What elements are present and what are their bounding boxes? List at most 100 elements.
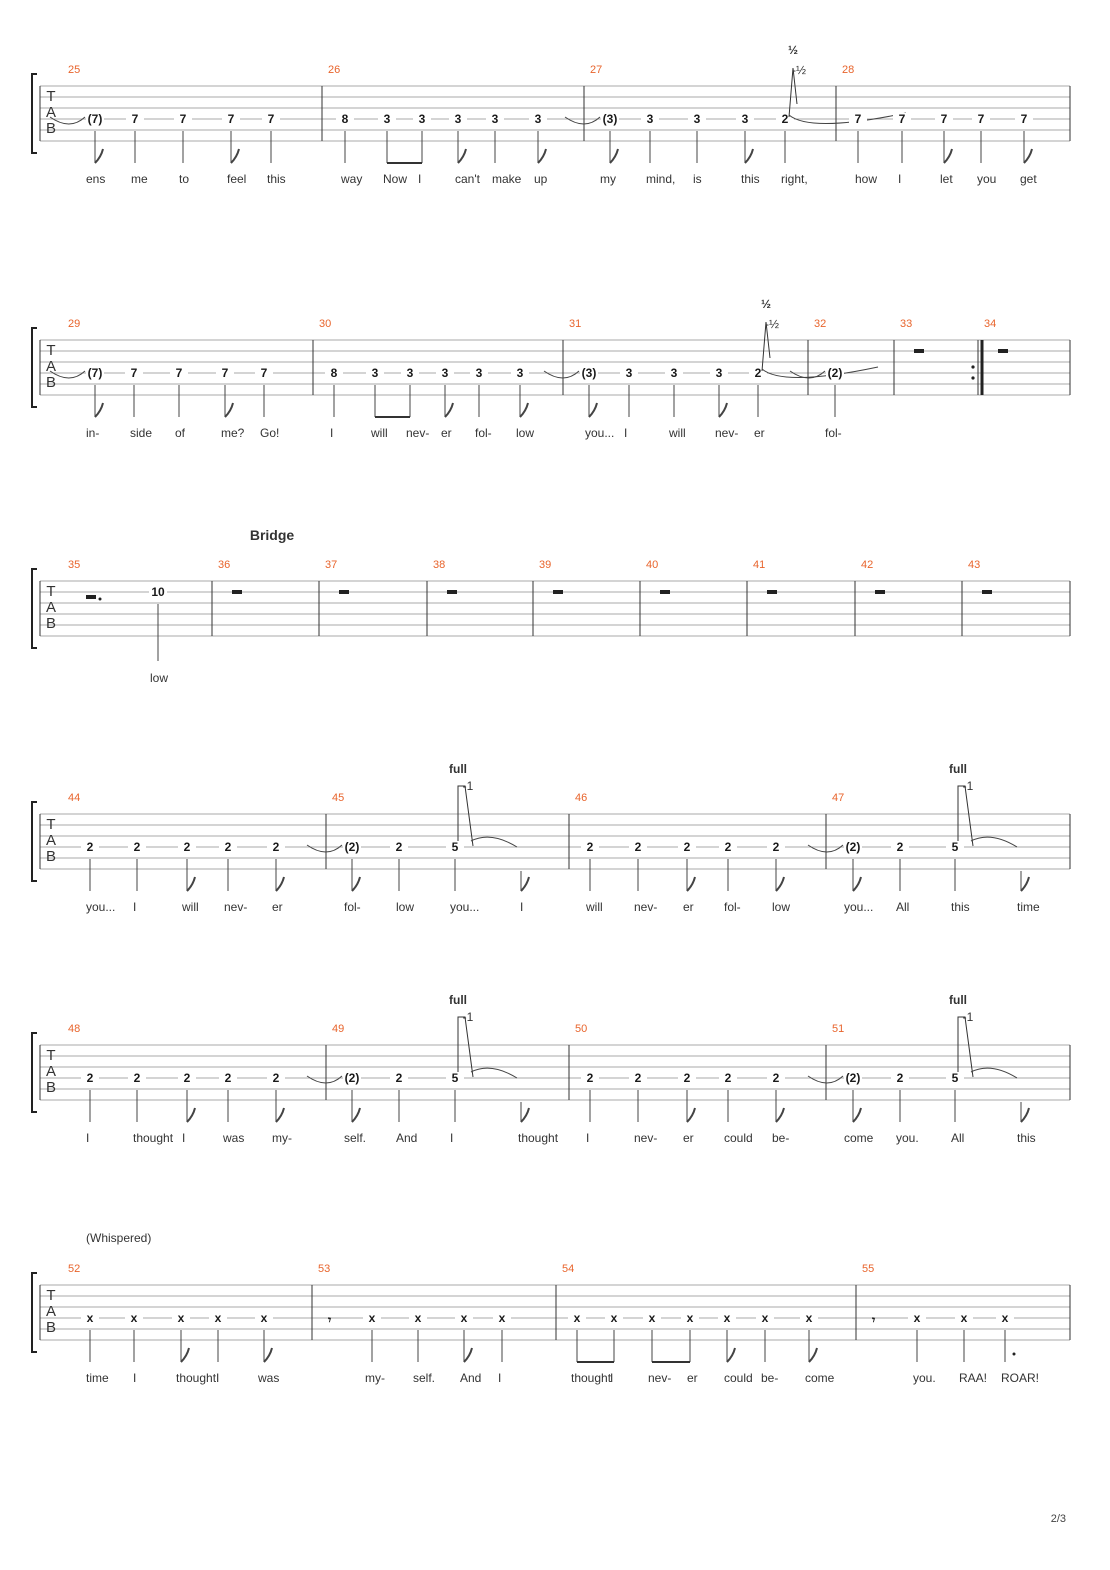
fret-number: 2 <box>635 1071 642 1085</box>
fret-number: 2 <box>587 1071 594 1085</box>
note-flag <box>186 1107 196 1123</box>
fret-background <box>849 113 867 126</box>
lyric-word: me <box>131 172 148 186</box>
tab-clef-letter: T <box>46 583 55 600</box>
tie-arc <box>470 836 518 848</box>
lyric-word: will <box>181 900 199 914</box>
lyric-word: was <box>222 1131 244 1145</box>
bend-arrow <box>457 785 474 847</box>
bend-label: ½ <box>761 297 771 311</box>
fret-number: (2) <box>345 1071 360 1085</box>
dead-note: x <box>131 1311 138 1325</box>
fret-number: 2 <box>773 1071 780 1085</box>
fret-background <box>893 113 911 126</box>
fret-number: 3 <box>372 366 379 380</box>
system-bracket <box>31 801 37 882</box>
lyric-word: I <box>610 1371 613 1385</box>
bend-release-label: -1 <box>463 1010 474 1024</box>
repeat-dot <box>971 376 975 380</box>
lyric-word: I <box>86 1131 89 1145</box>
dead-note: x <box>1002 1311 1009 1325</box>
half-rest <box>553 590 563 594</box>
measure-number: 40 <box>646 559 658 571</box>
fret-number: 3 <box>716 366 723 380</box>
fret-number: 3 <box>442 366 449 380</box>
lyric-word: I <box>450 1131 453 1145</box>
fret-background <box>710 367 728 380</box>
fret-number: 2 <box>134 840 141 854</box>
lyric-word: you... <box>585 426 614 440</box>
fret-number: 3 <box>476 366 483 380</box>
lyric-word: make <box>492 172 522 186</box>
fret-background <box>767 841 785 854</box>
lyric-word: nev- <box>634 1131 657 1145</box>
dead-note: x <box>369 1311 376 1325</box>
note-flag <box>519 402 529 418</box>
fret-number: 3 <box>455 112 462 126</box>
fret-number: 7 <box>261 366 268 380</box>
fret-number: 3 <box>407 366 414 380</box>
fret-number: 2 <box>273 840 280 854</box>
note-flag <box>94 402 104 418</box>
fret-number: 3 <box>384 112 391 126</box>
fret-number: 7 <box>268 112 275 126</box>
fret-background <box>366 367 384 380</box>
fret-number: 8 <box>331 366 338 380</box>
lyric-word: fol- <box>344 900 361 914</box>
fret-background <box>174 113 192 126</box>
measure-number: 51 <box>832 1023 844 1035</box>
fret-background <box>580 367 598 380</box>
dead-note: x <box>261 1311 268 1325</box>
measure-number: 39 <box>539 559 551 571</box>
fret-number: (2) <box>846 1071 861 1085</box>
fret-number: (7) <box>88 366 103 380</box>
dead-note: x <box>574 1311 581 1325</box>
fret-background <box>629 841 647 854</box>
fret-background <box>844 841 862 854</box>
measure-number: 41 <box>753 559 765 571</box>
bend-label: full <box>449 993 467 1007</box>
note-flag <box>444 402 454 418</box>
fret-number: 5 <box>452 840 459 854</box>
measure-number: 45 <box>332 792 344 804</box>
fret-number: 2 <box>184 1071 191 1085</box>
note-flag <box>230 148 240 164</box>
fret-background <box>222 113 240 126</box>
fret-number: 2 <box>587 840 594 854</box>
fret-background <box>170 367 188 380</box>
measure-number: 29 <box>68 318 80 330</box>
note-flag <box>263 1347 273 1363</box>
fret-background <box>178 841 196 854</box>
fret-background <box>125 1312 143 1325</box>
lyric-word: of <box>175 426 186 440</box>
note-flag <box>588 402 598 418</box>
lyric-word: I <box>520 900 523 914</box>
lyric-word: And <box>460 1371 481 1385</box>
half-rest <box>914 349 924 353</box>
fret-background <box>736 113 754 126</box>
lyric-word: And <box>396 1131 417 1145</box>
fret-background <box>128 841 146 854</box>
tab-clef-letter: B <box>46 1319 56 1336</box>
lyric-word: low <box>396 900 414 914</box>
fret-number: 5 <box>952 840 959 854</box>
page-number: 2/3 <box>1051 1513 1066 1525</box>
tie-arc <box>807 1075 844 1084</box>
fret-background <box>325 367 343 380</box>
fret-background <box>581 841 599 854</box>
lyric-word: I <box>330 426 333 440</box>
lyric-word: you... <box>86 900 115 914</box>
fret-number: 8 <box>342 112 349 126</box>
lyric-word: I <box>498 1371 501 1385</box>
note-dot <box>1012 1352 1016 1356</box>
lyric-word: I <box>898 172 901 186</box>
lyric-word: let <box>940 172 953 186</box>
note-flag <box>463 1347 473 1363</box>
lyric-word: be- <box>772 1131 789 1145</box>
lyric-word: time <box>1017 900 1040 914</box>
lyric-word: side <box>130 426 152 440</box>
fret-number: 2 <box>755 366 762 380</box>
fret-background <box>946 1072 964 1085</box>
lyric-word: come <box>805 1371 835 1385</box>
fret-number: 10 <box>151 585 165 599</box>
